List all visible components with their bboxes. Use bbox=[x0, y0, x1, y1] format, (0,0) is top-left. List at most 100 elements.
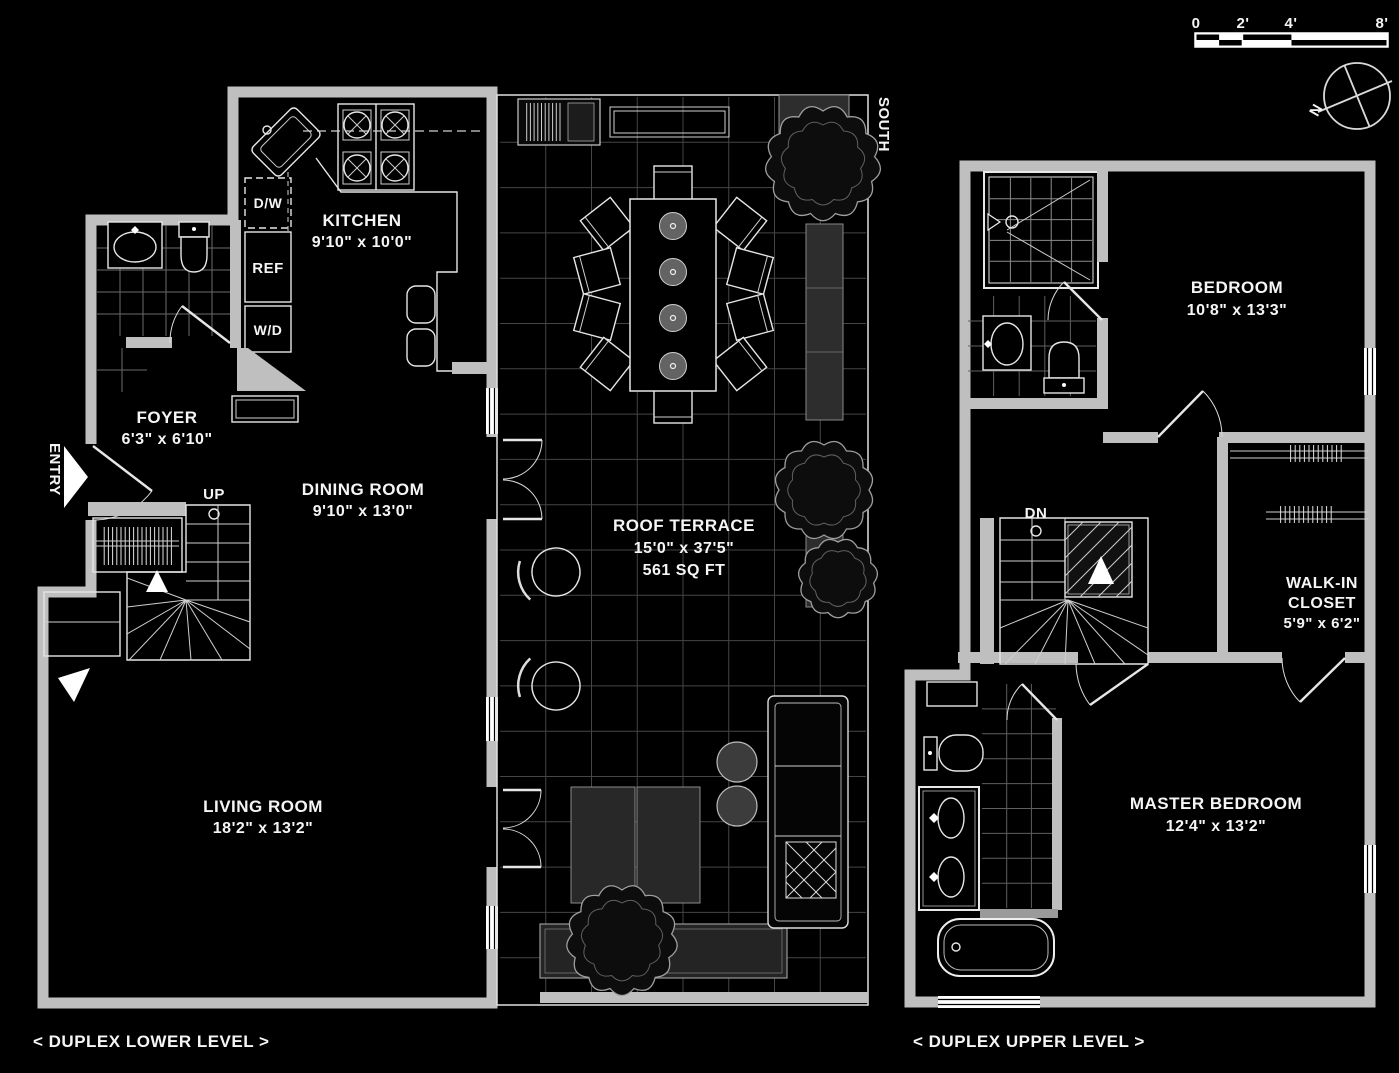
living-room-label: LIVING ROOM bbox=[203, 797, 323, 816]
dining-room-dimensions: 9'10" x 13'0" bbox=[313, 503, 413, 520]
bathtub bbox=[937, 918, 1055, 977]
bedroom-label: BEDROOM bbox=[1191, 278, 1283, 297]
bathroom-door bbox=[181, 305, 231, 344]
counter-stool bbox=[406, 285, 436, 324]
counter-stool bbox=[406, 328, 436, 367]
kitchen-sink bbox=[251, 107, 321, 177]
sink-faucet-icon bbox=[984, 340, 992, 348]
master-bedroom-dimensions: 12'4" x 13'2" bbox=[1166, 818, 1266, 835]
upper-level-caption: < DUPLEX UPPER LEVEL > bbox=[913, 1032, 1145, 1051]
stairs-up: UP bbox=[126, 486, 251, 661]
master-bathroom bbox=[918, 681, 1062, 977]
chair bbox=[579, 196, 635, 252]
scale-bar: 0 2' 4' 8' bbox=[1192, 15, 1389, 48]
foyer-dimensions: 6'3" x 6'10" bbox=[121, 431, 212, 448]
terrace-dimensions: 15'0" x 37'5" bbox=[634, 540, 734, 557]
upper-bathroom bbox=[962, 166, 1108, 409]
stairs-hatched-landing bbox=[1064, 521, 1133, 598]
upper-level-plan: DN bbox=[904, 160, 1376, 1051]
bathroom-door bbox=[1063, 281, 1103, 321]
stairs-down: DN bbox=[980, 505, 1149, 665]
entry-label: ENTRY bbox=[46, 443, 63, 496]
lower-windows bbox=[486, 388, 498, 949]
entry-arrow-icon bbox=[64, 446, 88, 508]
lounge-mat bbox=[570, 786, 636, 904]
chair bbox=[725, 246, 775, 296]
living-room-dimensions: 18'2" x 13'2" bbox=[213, 820, 313, 837]
roof-terrace: ROOF TERRACE 15'0" x 37'5" 561 SQ FT SOU… bbox=[496, 94, 892, 1006]
dishwasher bbox=[244, 177, 292, 229]
round-side-table bbox=[716, 741, 758, 783]
chair bbox=[572, 246, 622, 296]
chair bbox=[712, 196, 768, 252]
terrace-sofa bbox=[767, 695, 849, 929]
upper-windows bbox=[938, 348, 1376, 1008]
walk-in-closet-label: WALK-IN bbox=[1286, 575, 1358, 592]
washer-dryer-label: W/D bbox=[254, 322, 283, 338]
dishwasher-label: D/W bbox=[254, 195, 283, 211]
lounge-chair bbox=[516, 657, 581, 711]
scale-tick-4: 4' bbox=[1285, 15, 1298, 32]
bedroom-door bbox=[1103, 390, 1370, 443]
chair bbox=[579, 336, 635, 392]
round-side-table bbox=[716, 785, 758, 827]
trees bbox=[566, 105, 881, 997]
lounge-chair bbox=[516, 547, 581, 601]
place-setting bbox=[659, 212, 687, 380]
closet-rod bbox=[1230, 445, 1368, 462]
lower-level-plan: D/W REF W/D bbox=[33, 86, 500, 1051]
lower-level-caption: < DUPLEX LOWER LEVEL > bbox=[33, 1032, 269, 1051]
master-bedroom-label: MASTER BEDROOM bbox=[1130, 794, 1302, 813]
foyer-closet bbox=[88, 502, 186, 573]
entry: ENTRY bbox=[46, 443, 153, 521]
terrace-area: 561 SQ FT bbox=[643, 562, 726, 579]
lounge-mat bbox=[636, 786, 701, 904]
stairs-down-label: DN bbox=[1025, 505, 1048, 522]
stairs-up-arrow-icon bbox=[146, 570, 168, 592]
shower bbox=[983, 171, 1099, 289]
terrace-label: ROOF TERRACE bbox=[613, 516, 755, 535]
stove bbox=[337, 103, 415, 191]
bedroom-dimensions: 10'8" x 13'3" bbox=[1187, 302, 1287, 319]
chair bbox=[725, 292, 775, 342]
kitchen-faucet-icon bbox=[262, 125, 272, 135]
compass: N bbox=[1306, 62, 1393, 130]
stairs-down-arrow-icon bbox=[1088, 556, 1114, 584]
terrace-french-doors bbox=[502, 438, 543, 869]
chair bbox=[572, 292, 622, 342]
upper-outer-walls bbox=[904, 160, 1376, 1008]
dining-room-label: DINING ROOM bbox=[302, 480, 425, 499]
terrace-side-table bbox=[609, 106, 730, 138]
south-label: SOUTH bbox=[875, 97, 892, 152]
refrigerator-label: REF bbox=[252, 260, 284, 277]
refrigerator bbox=[244, 231, 292, 303]
upper-bath-toilet bbox=[1043, 341, 1085, 394]
folded-deck-chairs bbox=[785, 841, 837, 899]
walk-in-closet-label2: CLOSET bbox=[1288, 595, 1356, 612]
double-vanity bbox=[918, 786, 980, 911]
master-toilet bbox=[923, 734, 984, 772]
master-bedroom-door bbox=[1075, 663, 1149, 706]
scale-tick-0: 0 bbox=[1192, 15, 1201, 32]
chair bbox=[712, 336, 768, 392]
entry-door-opening bbox=[83, 444, 98, 520]
washer-dryer bbox=[244, 305, 292, 353]
terrace-dining-table bbox=[572, 165, 775, 424]
master-bath-door bbox=[1021, 683, 1058, 721]
walk-in-closet-dimensions: 5'9" x 6'2" bbox=[1284, 615, 1361, 632]
shower-head-icon bbox=[987, 212, 1002, 232]
entry-door bbox=[92, 445, 153, 492]
lower-bathroom bbox=[97, 220, 241, 392]
foyer-label: FOYER bbox=[136, 408, 197, 427]
closet-door bbox=[1299, 657, 1346, 703]
linen-cabinet bbox=[926, 681, 978, 707]
kitchen-area: D/W REF W/D bbox=[231, 103, 492, 423]
sink-faucet-icon bbox=[131, 226, 139, 234]
foyer-console bbox=[231, 395, 299, 423]
grill bbox=[517, 98, 601, 146]
walk-in-closet bbox=[1217, 437, 1370, 703]
sink-faucet-icon bbox=[929, 813, 939, 823]
planter bbox=[805, 223, 844, 421]
